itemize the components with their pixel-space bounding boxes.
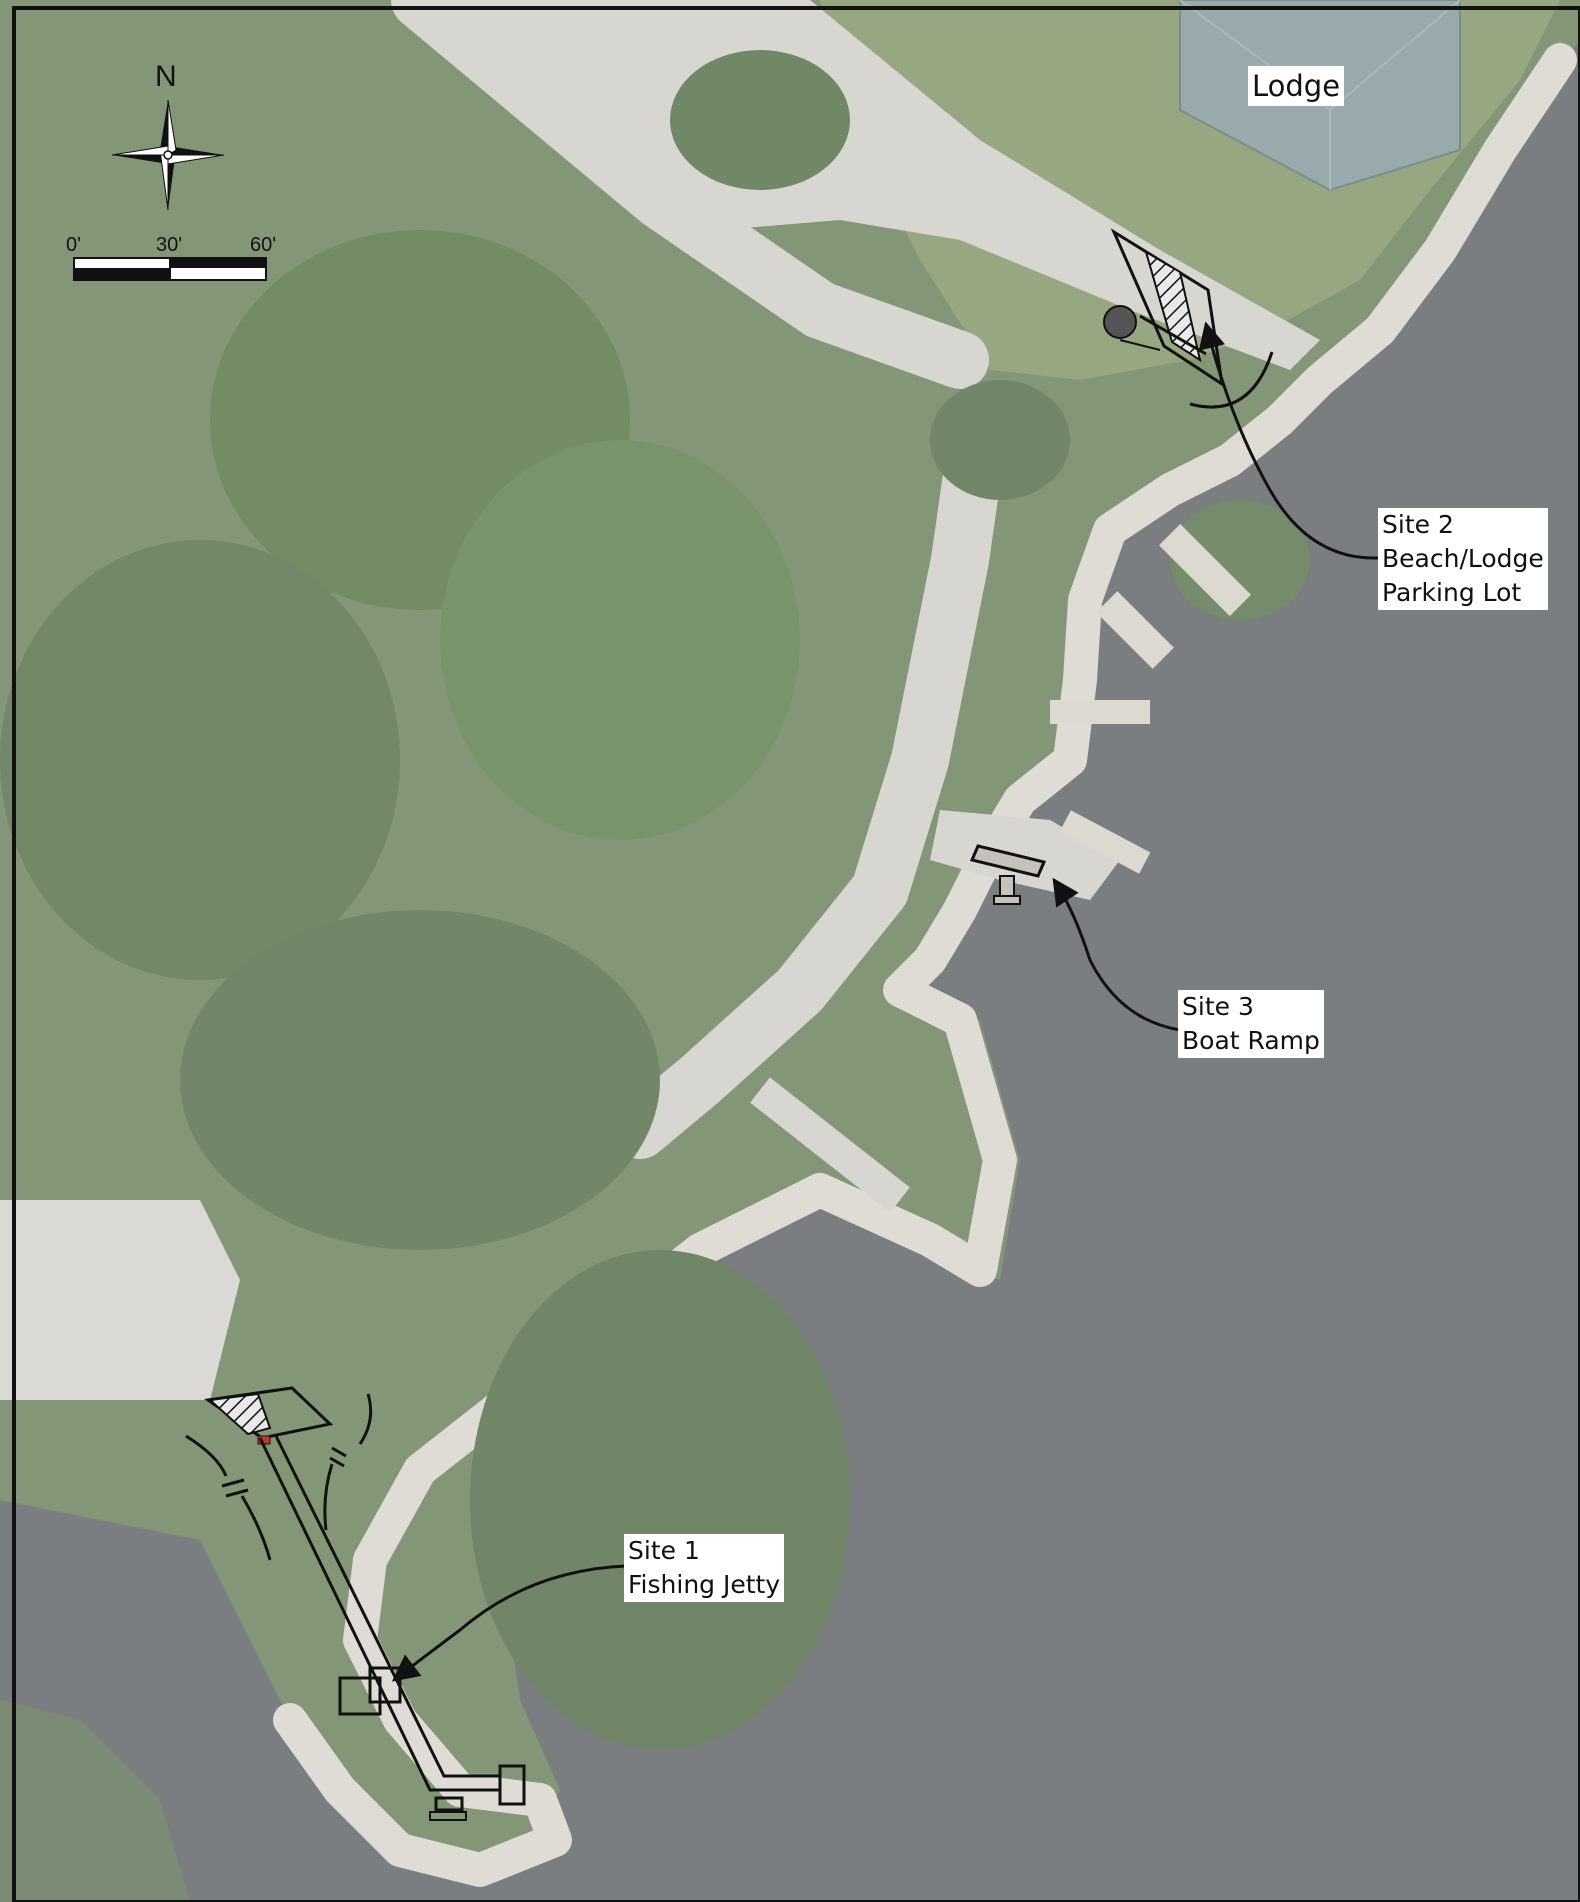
lodge-label-text: Lodge — [1252, 69, 1341, 103]
site3-label-line2: Boat Ramp — [1182, 1026, 1320, 1055]
site2-label-line3: Parking Lot — [1382, 578, 1522, 607]
tree-canopy — [180, 910, 660, 1250]
site1-leader — [391, 1564, 627, 1682]
tree-canopy — [670, 50, 850, 190]
site3-label: Site 3 Boat Ramp — [1178, 990, 1324, 1058]
scale-tick-30: 30' — [156, 234, 183, 256]
shrub-symbol — [1103, 305, 1137, 339]
dock — [1096, 591, 1174, 669]
paved-road — [391, 0, 1009, 1159]
west-parking-lot — [0, 1200, 240, 1400]
site3-drawing — [969, 844, 1047, 905]
site1-label-line2: Fishing Jetty — [628, 1570, 781, 1599]
tree-canopy — [0, 540, 400, 980]
site1-label-line1: Site 1 — [628, 1536, 700, 1565]
dock — [1059, 810, 1151, 874]
site2-label-line2: Beach/Lodge — [1382, 544, 1544, 573]
tree-canopy — [930, 380, 1070, 500]
tree-canopy — [470, 1250, 850, 1750]
site2-label: Site 2 Beach/Lodge Parking Lot — [1378, 508, 1548, 610]
site3-leader — [1052, 877, 1181, 1032]
lake-water — [0, 40, 1580, 1902]
site3-label-line1: Site 3 — [1182, 992, 1254, 1021]
scale-tick-60: 60' — [250, 234, 277, 256]
parking-lot — [450, 0, 1320, 370]
compass-north-label: N — [155, 60, 177, 93]
site1-drawing — [185, 1386, 526, 1821]
vegetation-lower-left — [0, 1700, 190, 1902]
lodge-label: Lodge — [1248, 66, 1345, 106]
compass-rose-icon — [111, 99, 225, 211]
boat-ramp-pad — [930, 810, 1120, 900]
scale-bar — [73, 257, 267, 281]
fishing-jetty-walk — [750, 1077, 910, 1213]
site1-label: Site 1 Fishing Jetty — [624, 1534, 785, 1602]
dock — [1050, 700, 1150, 724]
map-frame — [12, 6, 1580, 1902]
site2-leader — [1198, 321, 1379, 560]
site2-label-line1: Site 2 — [1382, 510, 1454, 539]
dock — [1159, 524, 1251, 616]
lodge-roof-ridge — [1179, 0, 1461, 190]
tree-canopy — [440, 440, 800, 840]
scale-tick-0: 0' — [66, 234, 81, 256]
